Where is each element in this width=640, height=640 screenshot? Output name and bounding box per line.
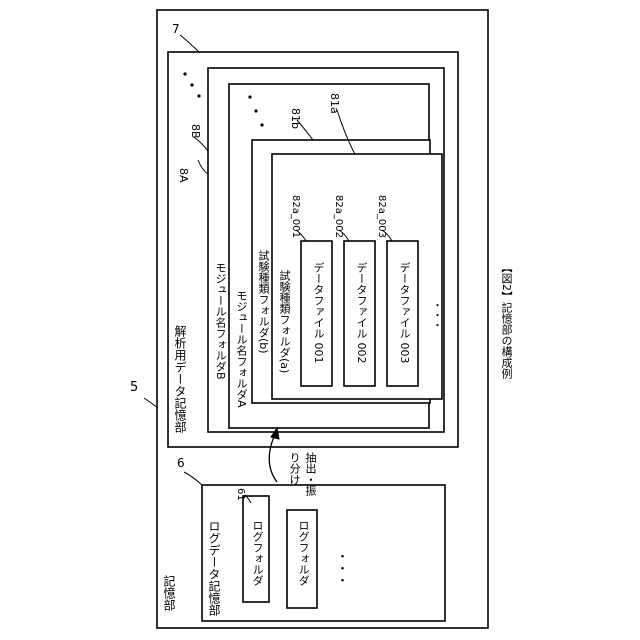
ref-6: 6 [177, 456, 185, 470]
stack-dot [248, 95, 251, 98]
data-file-002-label: データファイル 002 [353, 262, 369, 364]
stack-dot [183, 72, 186, 75]
ref-8B: 8B [189, 124, 202, 139]
ref-82a001: 82a_001 [290, 195, 301, 238]
data-file-003-label: データファイル 003 [396, 262, 412, 364]
ref-5: 5 [130, 380, 138, 395]
data-files-ellipsis: ・・・ [428, 300, 443, 330]
stack-dot [197, 94, 200, 97]
ref-82a003: 82a_003 [376, 195, 387, 238]
log-folders-ellipsis: ・・・ [334, 550, 351, 586]
stack-dot [190, 83, 193, 86]
log-folder-label-1: ログフォルダ [249, 520, 265, 586]
module-folder-b-label: モジュール名フォルダB [212, 262, 228, 380]
storage-label: 記憶部 [161, 575, 178, 611]
ref-82a002: 82a_002 [333, 195, 344, 238]
analysis-storage-label: 解析用データ記憶部 [172, 325, 189, 433]
test-folder-b-label: 試験種類フォルダ(b) [255, 250, 271, 354]
ref-8A: 8A [177, 168, 190, 183]
log-storage-box [202, 485, 445, 621]
log-folder-label-2: ログフォルダ [295, 520, 311, 586]
figure-caption: 【図2】記憶部の構成例 [498, 262, 514, 379]
stack-dot [254, 109, 257, 112]
data-file-001-label: データファイル 001 [310, 262, 326, 364]
ref-5-leader [144, 398, 158, 408]
ref-7: 7 [172, 22, 180, 36]
extraction-label: 抽出・振り分け [286, 452, 318, 497]
ref-81b: 81b [289, 108, 302, 129]
ref-61: 61 [235, 488, 246, 501]
ref-81a: 81a [328, 93, 341, 114]
test-folder-a-label: 試験種類フォルダ(a) [276, 270, 292, 373]
module-folder-a-label: モジュール名フォルダA [233, 290, 249, 408]
log-storage-label: ログデータ記憶部 [206, 520, 223, 616]
stack-dot [260, 123, 263, 126]
